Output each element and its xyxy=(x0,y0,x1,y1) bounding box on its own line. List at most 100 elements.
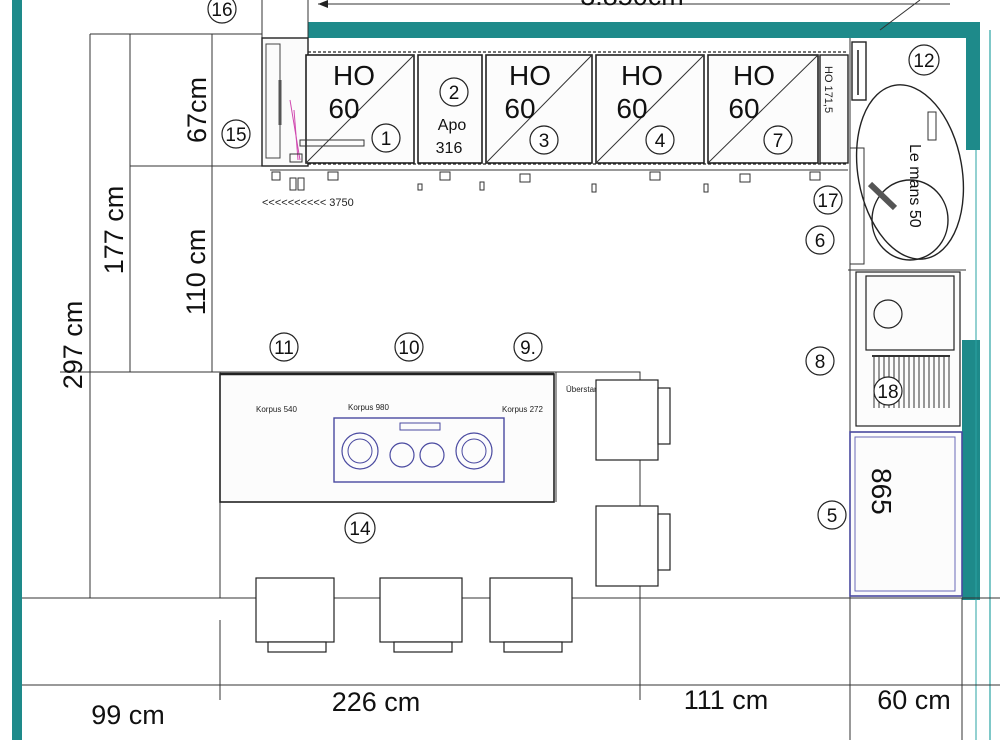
marker-7: 7 xyxy=(763,125,793,155)
dim-297cm: 297 cm xyxy=(58,301,88,390)
marker-12-label: 12 xyxy=(913,51,934,72)
marker-10: 10 xyxy=(394,332,424,362)
foot xyxy=(739,173,751,183)
marker-16: 16 xyxy=(207,0,237,24)
arrow-left-icon xyxy=(318,0,328,8)
dimension-lines xyxy=(22,33,1000,740)
small-box xyxy=(289,153,303,163)
cooktop-controls xyxy=(399,422,441,431)
marker-14: 14 xyxy=(344,512,376,544)
stool-bottom-3 xyxy=(489,577,573,643)
corner-handle xyxy=(927,111,937,141)
pink-line-2 xyxy=(293,109,299,161)
stool-bottom-2 xyxy=(379,577,463,643)
walls xyxy=(12,0,991,740)
foot xyxy=(479,181,485,191)
stool-right-1-back xyxy=(657,387,671,445)
cabinet-1-label-2: 60 xyxy=(328,93,359,124)
top-leader-line xyxy=(879,0,921,31)
sink-basin xyxy=(865,275,955,351)
burner-icon xyxy=(455,432,493,470)
marker-10-label: 10 xyxy=(398,338,419,359)
cabinet-3-diagonal xyxy=(485,54,593,164)
marker-5-label: 5 xyxy=(827,506,838,527)
cabinet-4-label-1: HO xyxy=(621,60,663,91)
burner-icon xyxy=(389,442,415,468)
sink-drainer xyxy=(872,355,950,408)
marker-3: 3 xyxy=(529,125,559,155)
top-dimension-label: 3.850cm xyxy=(580,0,684,11)
unit-865 xyxy=(849,431,963,597)
sink-drain-icon xyxy=(873,299,903,329)
foot xyxy=(439,171,451,181)
ueberstand-label: Überstand 460 xyxy=(566,385,619,394)
burner-icon xyxy=(419,442,445,468)
corner-hinge xyxy=(867,181,898,211)
cabinet-3-label-1: HO xyxy=(509,60,551,91)
cabinet-2-label-2: 316 xyxy=(436,140,463,157)
marker-8: 8 xyxy=(805,346,835,376)
marker-6-label: 6 xyxy=(815,231,826,252)
dim-177cm: 177 cm xyxy=(99,186,129,275)
marker-17: 17 xyxy=(813,185,843,215)
foot xyxy=(703,183,709,193)
top-wall xyxy=(308,22,980,38)
cabinet-2-label-1: Apo xyxy=(438,117,467,134)
marker-5: 5 xyxy=(817,500,847,530)
left-wall xyxy=(12,0,22,740)
korpus-272-label: Korpus 272 xyxy=(502,405,543,414)
foot xyxy=(297,177,305,191)
cabinet-1-rail xyxy=(299,139,365,147)
marker-1-label: 1 xyxy=(381,129,392,150)
dim-99cm: 99 cm xyxy=(91,700,165,730)
pink-line-1 xyxy=(289,99,301,161)
stool-right-2 xyxy=(595,505,659,587)
marker-2: 2 xyxy=(439,77,469,107)
cabinet-1-label-1: HO xyxy=(333,60,375,91)
dim-111cm: 111 cm xyxy=(684,685,769,715)
stool-right-2-back xyxy=(657,513,671,571)
right-wall-upper xyxy=(966,22,980,150)
cooktop xyxy=(333,417,505,483)
foot xyxy=(649,171,661,181)
foot xyxy=(519,173,531,183)
sink-unit xyxy=(855,271,961,427)
foot xyxy=(591,183,597,193)
le-mans-label: Le mans 50 xyxy=(906,144,923,228)
marker-4: 4 xyxy=(645,125,675,155)
marker-14-label: 14 xyxy=(349,519,371,540)
marker-11-label: 11 xyxy=(274,338,294,359)
marker-1: 1 xyxy=(371,123,401,153)
foot xyxy=(289,177,297,191)
marker-15-label: 15 xyxy=(225,125,246,146)
marker-11: 11 xyxy=(269,332,299,362)
arrow-3750-label: <<<<<<<<<< 3750 xyxy=(262,197,354,209)
tall-unit-body xyxy=(261,37,309,167)
markers: 16 15 1 2 3 4 7 12 17 6 8 18 5 11 10 9. … xyxy=(207,0,940,544)
stool-bottom-1-back xyxy=(267,641,327,653)
marker-7-label: 7 xyxy=(773,131,784,152)
marker-8-label: 8 xyxy=(815,352,826,373)
dim-60cm: 60 cm xyxy=(877,685,951,715)
stool-bottom-1 xyxy=(255,577,335,643)
cabinet-3-label-2: 60 xyxy=(504,93,535,124)
marker-12: 12 xyxy=(908,44,940,76)
le-mans-lower-tray xyxy=(871,179,949,261)
stool-bottom-3-back xyxy=(503,641,563,653)
right-column: Le mans 50 865 xyxy=(848,38,966,598)
marker-3-label: 3 xyxy=(539,131,550,152)
korpus-540-label: Korpus 540 xyxy=(256,405,297,414)
ho-171-unit xyxy=(819,54,849,164)
burner-inner-icon xyxy=(461,438,487,464)
right-wall-lower xyxy=(962,340,980,600)
marker-15: 15 xyxy=(221,119,251,149)
marker-18-label: 18 xyxy=(877,382,898,403)
le-mans-corner-tray xyxy=(855,84,965,260)
island: Korpus 540 Korpus 980 Korpus 272 Übersta… xyxy=(219,371,671,653)
top-dimension: 3.850cm xyxy=(318,0,950,31)
cabinet-4-label-2: 60 xyxy=(616,93,647,124)
unit-865-label: 865 xyxy=(866,468,897,515)
ho-171-label: HO 171,5 xyxy=(822,66,834,113)
